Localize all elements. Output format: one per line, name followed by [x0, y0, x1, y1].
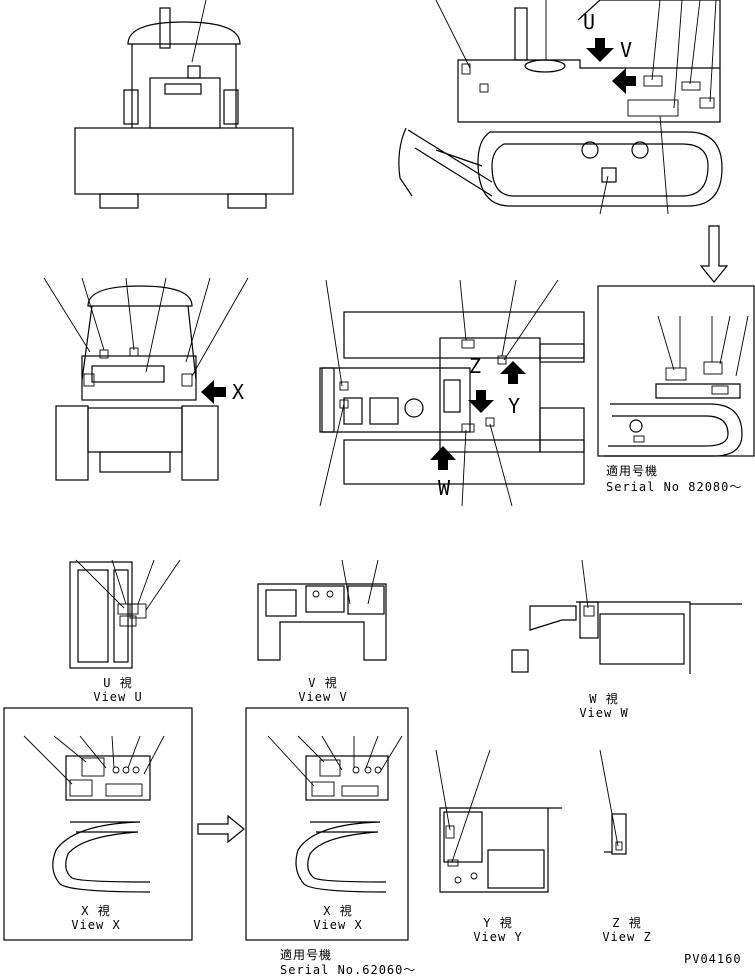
view-v-drawing: [257, 559, 387, 661]
side-view-drawing: [398, 0, 723, 215]
caption-z-en: View Z: [602, 930, 652, 944]
view-x-box-1: [3, 707, 193, 941]
serial-en-right: Serial No 82080〜: [606, 480, 743, 494]
down-arrow-outline: [699, 225, 729, 283]
view-x-box-2: [245, 707, 409, 941]
detail-panel-82080: [597, 285, 755, 457]
rear-view-drawing: [74, 0, 294, 209]
top-view-drawing: [319, 279, 585, 507]
caption-v-jp: V 視: [308, 676, 338, 690]
caption-u-en: View U: [93, 690, 143, 704]
arrow-v: [612, 68, 636, 94]
caption-w-en: View W: [579, 706, 629, 720]
right-arrow-outline: [197, 814, 245, 844]
front-view-drawing: [43, 277, 249, 481]
view-u-drawing: [69, 559, 181, 669]
caption-x1-en: View X: [71, 918, 121, 932]
letter-z: Z: [469, 354, 482, 378]
letter-u: U: [583, 10, 596, 34]
letter-x: X: [232, 380, 245, 404]
caption-x2-jp: X 視: [323, 904, 353, 918]
caption-y-en: View Y: [473, 930, 523, 944]
caption-x2-en: View X: [313, 918, 363, 932]
serial-jp-bottom: 適用号機: [280, 948, 333, 962]
view-y-drawing: [435, 749, 562, 893]
arrow-z: [468, 390, 494, 413]
drawing-code: PV04160: [684, 952, 742, 966]
caption-z-jp: Z 視: [612, 916, 642, 930]
letter-w: W: [438, 476, 451, 500]
caption-x1-jp: X 視: [81, 904, 111, 918]
caption-u-jp: U 視: [103, 676, 133, 690]
view-w-drawing: [511, 559, 742, 674]
caption-v-en: View V: [298, 690, 348, 704]
serial-en-bottom: Serial No.62060〜: [280, 963, 417, 977]
arrow-x: [201, 380, 226, 404]
arrow-w: [430, 446, 456, 470]
arrow-u: [586, 38, 614, 62]
letter-y: Y: [508, 394, 521, 418]
caption-y-jp: Y 視: [483, 916, 513, 930]
view-z-drawing: [599, 749, 627, 855]
serial-jp-right: 適用号機: [606, 464, 659, 478]
caption-w-jp: W 視: [589, 692, 619, 706]
letter-v: V: [620, 38, 633, 62]
arrow-y: [500, 361, 526, 384]
